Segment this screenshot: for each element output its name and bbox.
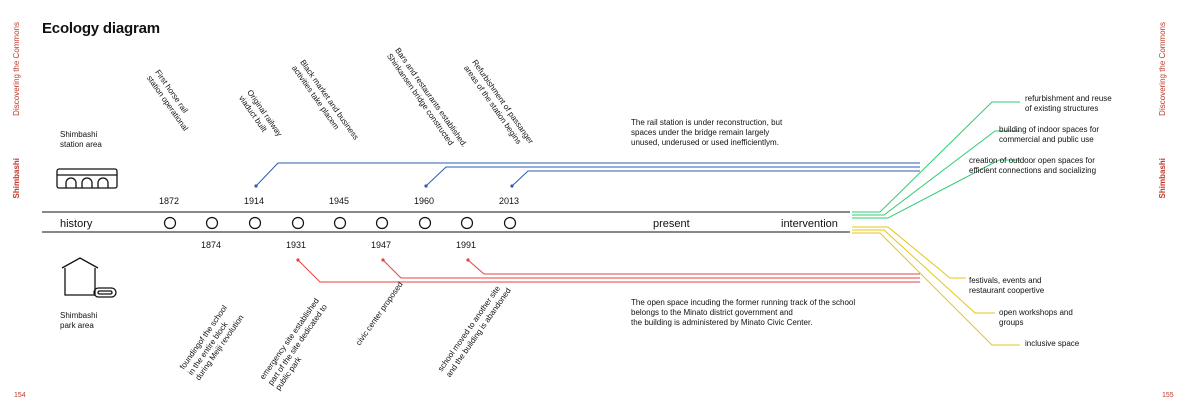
timeline-marker [460, 216, 474, 230]
year-label: 1872 [159, 196, 180, 206]
year-label: 1874 [201, 240, 222, 250]
station-note: The rail station is under reconstruction… [631, 118, 783, 147]
timeline-marker [333, 216, 347, 230]
intervention-green-lines [852, 101, 1020, 219]
station-event-dot [510, 184, 514, 188]
year-label: 1991 [456, 240, 477, 250]
timeline-marker [163, 216, 177, 230]
park-outcome: inclusive space [1025, 339, 1080, 348]
park-event-dot [296, 258, 300, 262]
timeline-marker [291, 216, 305, 230]
train-icon [56, 168, 118, 189]
timeline-markers [163, 216, 517, 230]
present-label: present [653, 218, 690, 230]
page-title: Ecology diagram [42, 20, 160, 37]
intervention-yellow-lines [852, 226, 1020, 346]
history-label: history [60, 218, 93, 230]
park-note: The open space incuding the former runni… [631, 298, 856, 327]
timeline-marker [418, 216, 432, 230]
page-number-right: 155 [1162, 392, 1174, 399]
park-event-dot [381, 258, 385, 262]
year-label: 1947 [371, 240, 392, 250]
timeline-marker [503, 216, 517, 230]
timeline-marker [375, 216, 389, 230]
park-lines [297, 259, 920, 283]
park-event-dot [466, 258, 470, 262]
intervention-label: intervention [781, 218, 838, 230]
timeline-marker [205, 216, 219, 230]
year-label: 1960 [414, 196, 435, 206]
page-number-left: 154 [14, 392, 26, 399]
year-label: 1931 [286, 240, 307, 250]
year-label: 1945 [329, 196, 350, 206]
timeline-marker [248, 216, 262, 230]
year-label: 1914 [244, 196, 265, 206]
year-label: 2013 [499, 196, 520, 206]
station-event-dot [254, 184, 258, 188]
house-icon [61, 257, 117, 298]
station-event-dot [424, 184, 428, 188]
station-lines [255, 162, 920, 187]
